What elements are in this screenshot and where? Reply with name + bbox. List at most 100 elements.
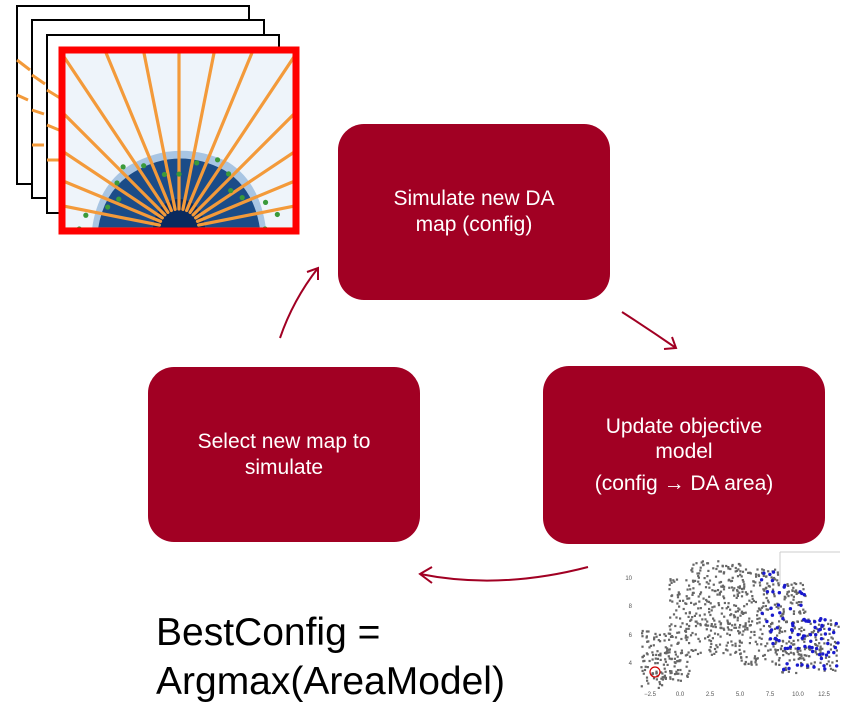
scatter-point [750,662,753,665]
scatter-point [732,614,736,617]
scatter-point [823,627,826,630]
scatter-point [641,656,644,659]
scatter-point [697,580,700,583]
scatter-point [740,611,743,614]
scatter-point [734,566,737,570]
scatter-point [779,605,782,608]
scatter-point [746,627,749,630]
scatter-point [692,563,695,566]
scatter-point [792,595,795,598]
scatter-point [729,608,732,611]
scatter-point [742,587,746,590]
scatter-point [823,642,826,645]
scatter-point [800,626,803,629]
scatter-point [787,584,790,587]
scatter-point [733,616,736,619]
scatter-point [815,627,818,630]
arrow-update-to-select-head [418,566,433,584]
scatter-point [756,643,759,646]
scatter-point [725,564,728,568]
scatter-point [641,635,644,638]
scatter-point [795,590,798,594]
y-tick-label: 8 [629,604,633,610]
scatter-point [688,597,691,600]
scatter-point [668,583,671,586]
scatter-point [718,581,721,584]
scatter-point [676,602,679,605]
scatter-point [679,625,682,628]
scatter-start-marker [649,666,661,678]
map-ray [64,204,161,227]
scatter-point [667,648,670,651]
scatter-point [829,648,832,651]
scatter-point [774,578,777,581]
scatter-point-highlight [795,663,800,667]
scatter-point [694,602,697,605]
scatter-point [796,650,799,653]
scatter-point [771,660,774,663]
scatter-point [658,654,661,657]
scatter-point [676,593,679,597]
scatter-point [834,624,837,627]
scatter-point [716,593,719,596]
scatter-point-highlight [759,578,764,582]
scatter-point-highlight [800,663,804,667]
scatter-point [664,676,667,679]
scatter-point-highlight [762,571,766,575]
scatter-point [679,679,682,682]
scatter-point [686,597,689,600]
scatter-point [733,594,736,597]
scatter-point [827,660,830,663]
scatter-point [669,635,673,638]
scatter-point-highlight [813,625,817,630]
scatter-point [793,658,796,661]
scatter-point [678,631,681,634]
scatter-point [814,643,817,646]
scatter-point [744,625,747,628]
scatter-point [805,646,808,649]
scatter-point-highlight [827,627,832,631]
scatter-point [777,607,780,610]
scatter-point [690,618,693,621]
scatter-point [774,648,777,651]
scatter-point-highlight [824,653,829,657]
scatter-point [777,625,780,628]
scatter-points-grey [640,560,840,689]
scatter-point [799,657,802,660]
scatter-point [798,633,801,636]
scatter-point [654,662,657,665]
scatter-point [682,599,685,602]
scatter-point-highlight [796,646,800,651]
scatter-point [743,605,746,608]
scatter-point [805,654,808,657]
scatter-point [779,647,782,650]
scatter-point [685,638,688,642]
scatter-point [822,637,825,640]
scatter-point [800,619,803,622]
scatter-point [641,669,644,672]
map-ray [181,52,216,211]
scatter-point [739,570,742,573]
scatter-point [711,589,714,592]
scatter-point-highlight [832,650,836,655]
scatter-point [708,595,711,598]
scatter-point [663,633,666,636]
scatter-point [714,589,717,593]
scatter-point [728,586,731,589]
scatter-point [740,575,743,578]
scatter-point [786,593,789,596]
scatter-point [727,622,730,625]
scatter-point [738,626,741,629]
scatter-point [715,644,718,647]
scatter-point [719,580,723,584]
scatter-point [784,630,787,633]
scatter-point [827,622,830,625]
formula-line-1: BestConfig = [156,611,381,654]
scatter-point [799,649,802,652]
map-front-point [83,212,89,218]
scatter-point [687,672,690,675]
scatter-point [733,626,736,629]
scatter-point [677,679,680,682]
scatter-point [835,642,838,645]
scatter-point [663,639,666,642]
